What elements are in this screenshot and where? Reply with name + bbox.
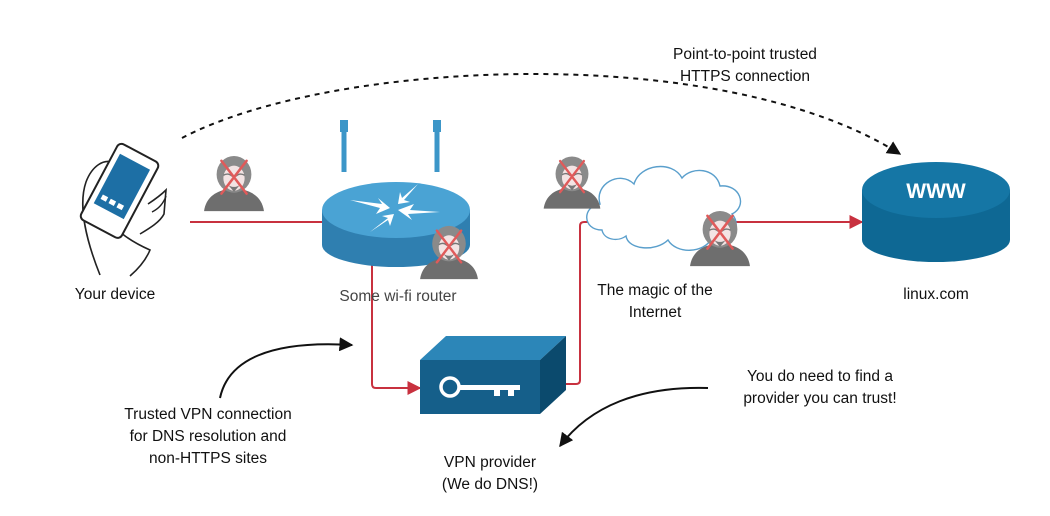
blocked-hacker-icon-device xyxy=(202,155,266,213)
website-label: linux.com xyxy=(903,286,969,303)
vpn-provider-label: VPN provider (We do DNS!) xyxy=(441,454,539,493)
vpn-note-label: Trusted VPN connection for DNS resolutio… xyxy=(124,406,292,467)
https-connection-path xyxy=(181,73,902,155)
wifi-router-icon xyxy=(322,120,470,267)
cloud-icon xyxy=(586,165,742,251)
trust-note-label: You do need to find a provider you can t… xyxy=(743,368,897,407)
trust-note-arrow xyxy=(559,386,709,448)
router-label: Some wi-fi router xyxy=(339,288,457,305)
https-label: Point-to-point trusted HTTPS connection xyxy=(673,46,817,85)
hand-holding-phone-icon xyxy=(79,142,167,277)
vpn-note-arrow xyxy=(219,337,354,399)
vpn-to-internet-path xyxy=(566,215,864,385)
www-badge: WWW xyxy=(906,180,966,203)
device-label: Your device xyxy=(74,286,156,303)
internet-label: The magic of the Internet xyxy=(597,282,713,321)
www-server-icon: WWW xyxy=(862,162,1010,262)
blocked-hacker-icon-internet-left xyxy=(542,155,602,210)
vpn-key-box-icon xyxy=(420,336,566,414)
